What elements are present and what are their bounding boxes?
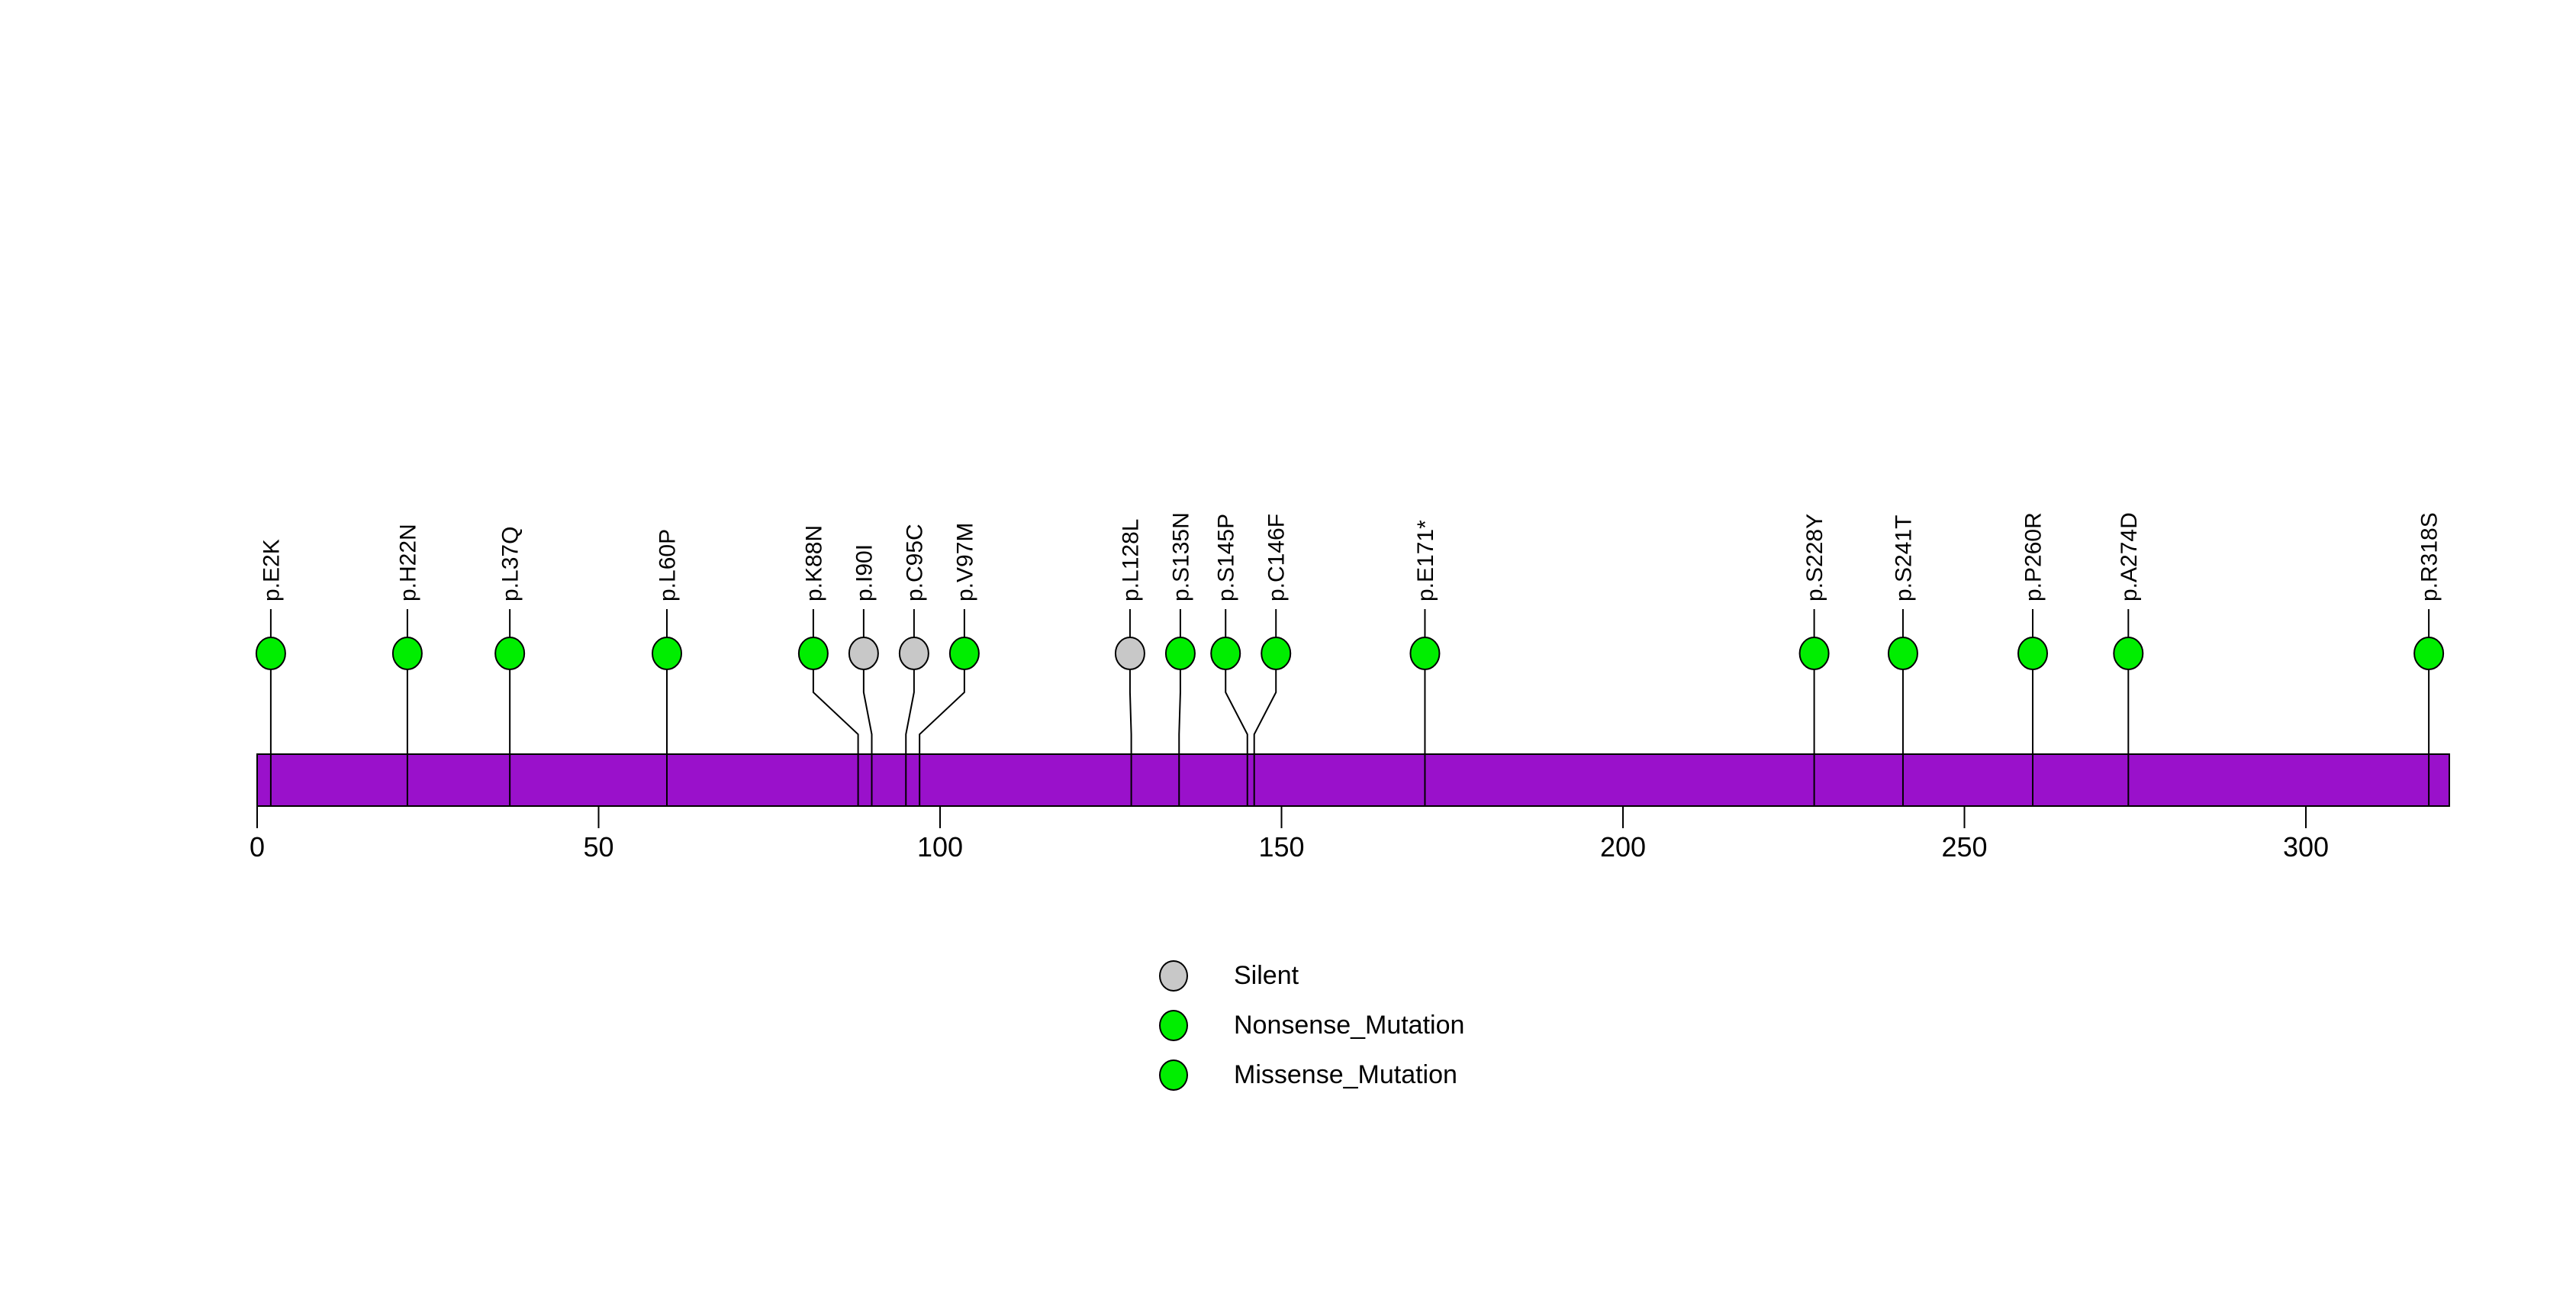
mutation-label: p.L60P bbox=[655, 529, 681, 601]
mutation-label: p.L128L bbox=[1118, 519, 1143, 601]
mutation-label: p.S135N bbox=[1168, 512, 1193, 601]
legend-item-missense-mutation: Missense_Mutation bbox=[1159, 1059, 1464, 1091]
mutation-circle bbox=[1164, 637, 1196, 670]
mutation-label: p.C146F bbox=[1264, 514, 1290, 601]
mutation-stem bbox=[919, 669, 965, 806]
mutation-circle bbox=[2017, 637, 2048, 670]
mutation-stem bbox=[862, 669, 873, 806]
nonsense-swatch-icon bbox=[1159, 1010, 1188, 1041]
mutation-circle bbox=[255, 637, 286, 670]
mutation-stem bbox=[1178, 669, 1181, 806]
mutation-circle bbox=[797, 637, 829, 670]
mutation-circle bbox=[948, 637, 980, 670]
mutation-label: p.S241T bbox=[1891, 515, 1916, 601]
mutation-circle bbox=[652, 637, 682, 670]
legend-item-nonsense-mutation: Nonsense_Mutation bbox=[1159, 1010, 1464, 1041]
mutation-stem bbox=[812, 669, 859, 806]
mutation-circle bbox=[2113, 637, 2144, 670]
mutation-circle bbox=[1210, 637, 1241, 670]
mutation-circle bbox=[2413, 637, 2445, 670]
legend-item-silent: Silent bbox=[1159, 960, 1464, 992]
axis-tick-label: 0 bbox=[250, 831, 265, 863]
mutation-label: p.A274D bbox=[2117, 512, 2142, 601]
mutation-label: p.R318S bbox=[2417, 512, 2442, 601]
mutation-circle bbox=[898, 637, 929, 670]
missense-swatch-icon bbox=[1159, 1059, 1188, 1091]
mutation-label: p.H22N bbox=[395, 524, 420, 601]
mutation-label: p.S228Y bbox=[1802, 514, 1827, 601]
axis-tick-label: 100 bbox=[917, 831, 963, 863]
mutation-stem bbox=[1253, 669, 1277, 806]
mutation-circle bbox=[1409, 637, 1441, 670]
mutation-circle bbox=[1798, 637, 1830, 670]
mutation-stem bbox=[1225, 669, 1248, 806]
mutation-label: p.E2K bbox=[259, 539, 284, 601]
mutation-circle bbox=[848, 637, 879, 670]
mutation-circle bbox=[1114, 637, 1145, 670]
legend: Silent Nonsense_Mutation Missense_Mutati… bbox=[1159, 960, 1464, 1091]
silent-swatch-icon bbox=[1159, 960, 1188, 992]
mutation-label: p.S145P bbox=[1214, 514, 1239, 601]
legend-label-missense-mutation: Missense_Mutation bbox=[1234, 1060, 1457, 1089]
mutation-circle bbox=[494, 637, 526, 670]
mutation-circle bbox=[1887, 637, 1918, 670]
mutation-label: p.V97M bbox=[952, 523, 977, 601]
mutation-label: p.K88N bbox=[801, 525, 826, 601]
mutation-circle bbox=[391, 637, 423, 670]
axis-tick-label: 50 bbox=[583, 831, 613, 863]
axis-tick-label: 250 bbox=[1941, 831, 1987, 863]
mutation-label: p.P260R bbox=[2021, 512, 2046, 601]
mutation-circle bbox=[1261, 637, 1292, 670]
mutation-label: p.L37Q bbox=[498, 527, 523, 601]
axis-tick-label: 300 bbox=[2283, 831, 2329, 863]
mutation-label: p.C95C bbox=[902, 524, 927, 601]
mutation-stem bbox=[905, 669, 915, 806]
protein-bar bbox=[256, 753, 2450, 807]
axis-tick-label: 200 bbox=[1600, 831, 1646, 863]
mutation-label: p.I90I bbox=[852, 544, 877, 601]
mutation-label: p.E171* bbox=[1413, 520, 1438, 601]
mutation-stem bbox=[1129, 669, 1132, 806]
legend-label-nonsense-mutation: Nonsense_Mutation bbox=[1234, 1011, 1465, 1040]
legend-label-silent: Silent bbox=[1234, 961, 1299, 990]
axis-tick-label: 150 bbox=[1258, 831, 1304, 863]
